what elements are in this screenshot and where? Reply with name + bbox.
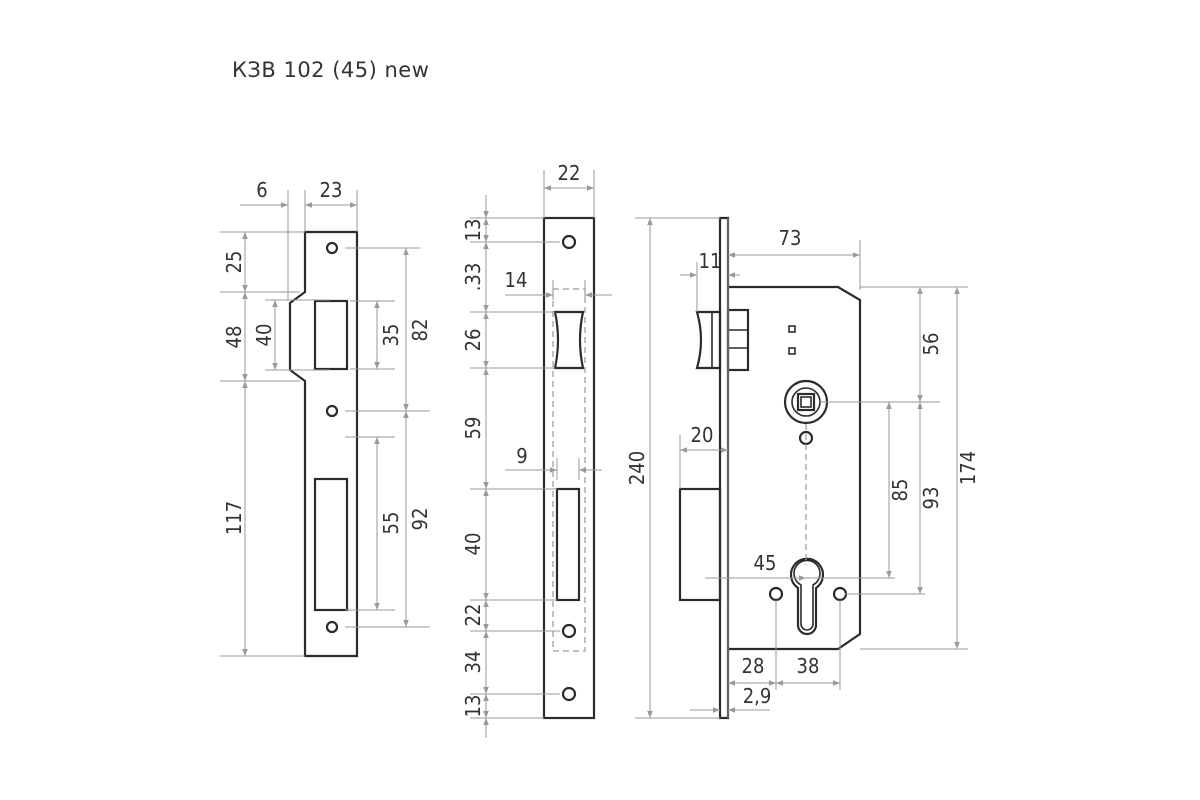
dim-lock-174: 174	[956, 451, 980, 485]
faceplate-hole-top	[561, 234, 577, 250]
dim-lock-93: 93	[919, 487, 943, 510]
cylinder-screw-left	[768, 586, 784, 602]
deadbolt	[678, 487, 722, 602]
latch-housing	[726, 308, 750, 372]
faceplate-outline	[542, 216, 596, 720]
lock-body-view: 240 73 11 20 56 85 93 174 45 28 38 2,9	[625, 216, 980, 720]
cylinder-cutout	[789, 557, 825, 636]
dim-strike-40: 40	[252, 324, 276, 347]
spindle-square-inner	[800, 396, 812, 408]
dim-face-9: 9	[516, 444, 527, 468]
dim-strike-82: 82	[408, 319, 432, 342]
bolt-slot	[555, 487, 581, 602]
strike-plate-view: 6 23 25 48 40 35 82 117 55 92	[220, 178, 432, 658]
latch-spring-mark-1	[788, 325, 796, 333]
dim-strike-35: 35	[379, 324, 403, 347]
dim-face-14: 14	[505, 268, 528, 292]
dim-face-33: .33	[461, 263, 485, 292]
lock-faceplate-edge	[718, 216, 730, 720]
latch-bolt	[695, 310, 722, 370]
faceplate-hole-bottom	[561, 686, 577, 702]
dim-strike-23: 23	[320, 178, 343, 202]
strike-plate-outline	[288, 230, 359, 658]
dim-lock-11: 11	[699, 249, 722, 273]
bolt-opening	[313, 477, 349, 612]
cylinder-cutout-inner	[793, 559, 821, 631]
latch-head	[553, 310, 585, 370]
dim-face-13-top: 13	[461, 219, 485, 242]
dim-face-26: 26	[461, 329, 485, 352]
screw-hole-top	[325, 241, 339, 255]
dim-lock-28: 28	[742, 654, 765, 678]
latch-spring-mark-2	[788, 347, 796, 355]
dim-strike-6: 6	[256, 178, 267, 202]
dim-strike-92: 92	[408, 508, 432, 531]
dim-strike-55: 55	[379, 512, 403, 535]
dim-lock-73: 73	[779, 226, 802, 250]
dim-lock-45: 45	[754, 551, 777, 575]
dim-face-13-bottom: 13	[461, 695, 485, 718]
dim-lock-20: 20	[691, 423, 714, 447]
screw-hole-middle	[325, 404, 339, 418]
dim-lock-38: 38	[797, 654, 820, 678]
lock-case-outline	[728, 285, 862, 651]
dim-strike-25: 25	[222, 251, 246, 274]
dim-face-34: 34	[461, 651, 485, 674]
faceplate-hole-middle	[561, 623, 577, 639]
latch-opening	[313, 299, 349, 371]
spindle-hub-inner	[791, 387, 821, 417]
dim-lock-2-9: 2,9	[743, 684, 772, 708]
dim-lock-85: 85	[888, 479, 912, 502]
dim-lock-56: 56	[919, 333, 943, 356]
dim-face-22: 22	[461, 604, 485, 627]
dim-face-59: 59	[461, 417, 485, 440]
dim-face-22-width: 22	[558, 161, 581, 185]
screw-hole-bottom	[325, 620, 339, 634]
faceplate-view: 22 13 .33 14 26 59 9 40 22 34 13	[461, 161, 612, 738]
dim-strike-117: 117	[222, 501, 246, 535]
drawing-title: КЗВ 102 (45) new	[232, 58, 430, 82]
dim-face-40: 40	[461, 533, 485, 556]
cylinder-screw-right	[832, 586, 848, 602]
spindle-square	[796, 392, 816, 412]
dim-strike-48: 48	[222, 326, 246, 349]
dim-lock-240: 240	[625, 451, 649, 485]
